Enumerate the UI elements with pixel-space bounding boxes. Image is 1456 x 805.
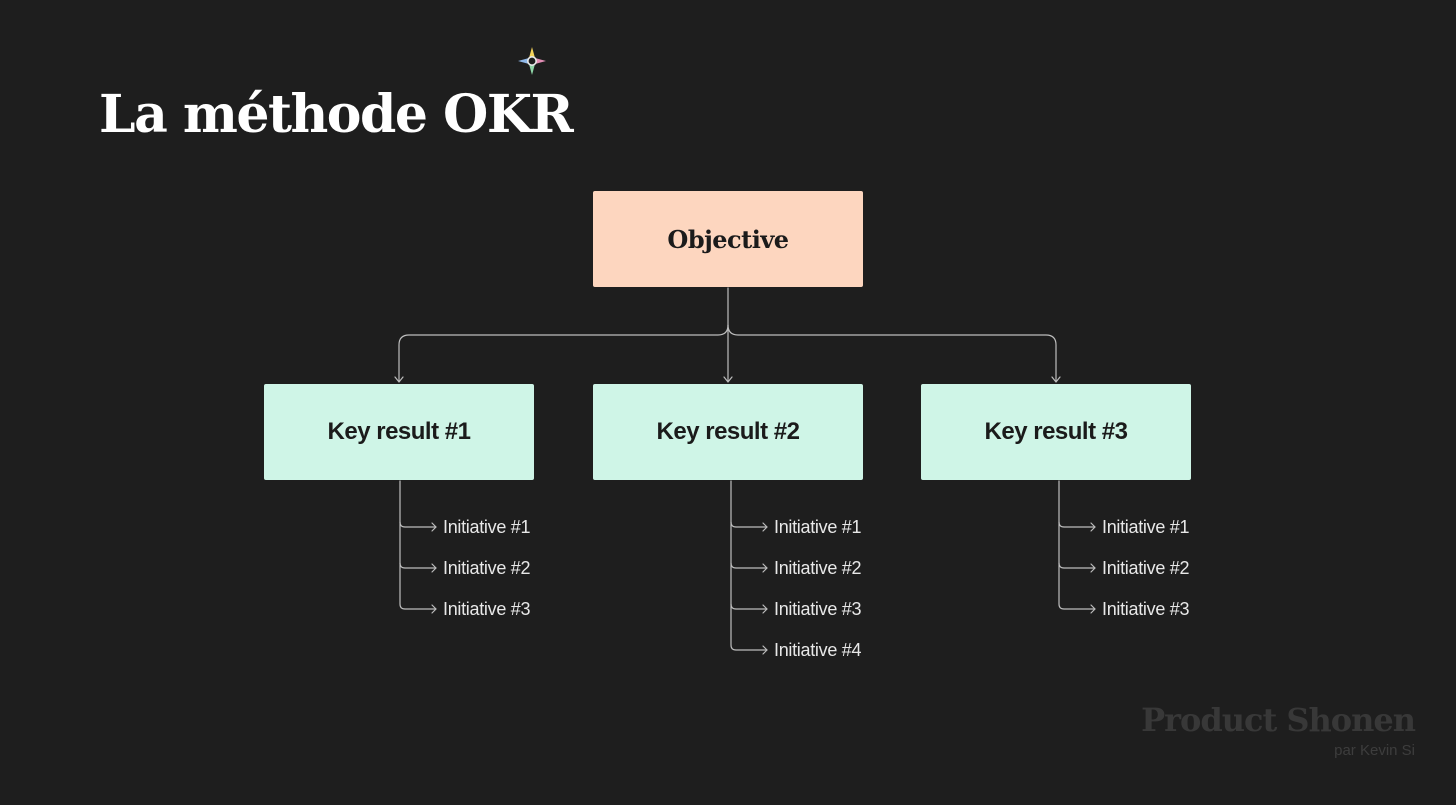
kr2-initiative-3: Initiative #3 <box>774 599 862 619</box>
kr3-initiative-3: Initiative #3 <box>1102 599 1190 619</box>
key-result-label-2: Key result #2 <box>656 418 800 445</box>
objective-node: Objective <box>593 191 863 287</box>
connector-kr2-spine <box>730 480 768 651</box>
kr2-initiative-2: Initiative #2 <box>774 558 862 578</box>
connector-objective-trunk <box>398 287 729 382</box>
kr1-initiative-2: Initiative #2 <box>443 558 531 578</box>
connector-kr3-spine <box>1058 480 1096 610</box>
key-result-node-1: Key result #1 <box>264 384 534 480</box>
key-result-label-3: Key result #3 <box>984 418 1128 445</box>
connector-objective-right <box>727 324 1057 382</box>
key-result-node-3: Key result #3 <box>921 384 1191 480</box>
kr3-initiative-1: Initiative #1 <box>1102 517 1190 537</box>
sparkle-icon <box>518 47 546 75</box>
kr3-initiative-2: Initiative #2 <box>1102 558 1190 578</box>
kr1-initiative-1: Initiative #1 <box>443 517 531 537</box>
key-result-label-1: Key result #1 <box>327 418 471 445</box>
key-result-node-2: Key result #2 <box>593 384 863 480</box>
brand-byline: par Kevin Si <box>1334 742 1415 759</box>
objective-label: Objective <box>667 224 789 254</box>
kr2-initiative-1: Initiative #1 <box>774 517 862 537</box>
page-title: La méthode OKR <box>99 84 574 145</box>
connector-kr1-spine <box>399 480 437 610</box>
kr1-initiative-3: Initiative #3 <box>443 599 531 619</box>
kr2-initiative-4: Initiative #4 <box>774 640 862 660</box>
brand-watermark: Product Shonen par Kevin Si <box>1141 700 1416 762</box>
brand-name: Product Shonen <box>1141 701 1416 739</box>
